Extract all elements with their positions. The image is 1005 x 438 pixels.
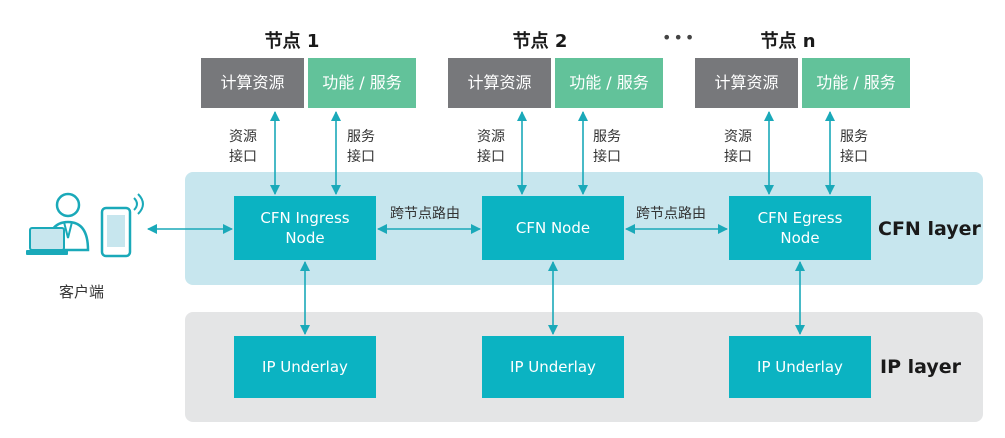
cross-node-route-label-2: 跨节点路由: [636, 206, 706, 222]
cfn-node: CFN Node: [482, 196, 624, 260]
client-label: 客户端: [59, 283, 105, 301]
node-1-title: 节点 1: [264, 31, 320, 52]
node-1-compute-resource: 计算资源: [201, 58, 304, 108]
cfn-egress-node: CFN Egress Node: [729, 196, 871, 260]
node-n-resource-interface-label: 资源 接口: [724, 129, 752, 165]
node-n-compute-resource: 计算资源: [695, 58, 798, 108]
node-n-title: 节点 n: [760, 31, 816, 52]
ellipsis: •••: [662, 28, 697, 47]
node-2-title: 节点 2: [512, 31, 568, 52]
ip-underlay-n: IP Underlay: [729, 336, 871, 398]
cfn-layer-label: CFN layer: [878, 218, 981, 240]
cross-node-route-label-1: 跨节点路由: [390, 206, 460, 222]
ip-underlay-1: IP Underlay: [234, 336, 376, 398]
node-2-resource-interface-label: 资源 接口: [477, 129, 505, 165]
node-2-compute-resource: 计算资源: [448, 58, 551, 108]
client-icon: [26, 192, 144, 258]
ip-layer-label: IP layer: [880, 356, 962, 378]
node-2-service-interface-label: 服务 接口: [593, 129, 621, 165]
node-1-service-interface-label: 服务 接口: [347, 129, 375, 165]
node-2-service: 功能 / 服务: [555, 58, 663, 108]
node-n-service-interface-label: 服务 接口: [840, 129, 868, 165]
node-n-service: 功能 / 服务: [802, 58, 910, 108]
cfn-ingress-node: CFN Ingress Node: [234, 196, 376, 260]
node-1-service: 功能 / 服务: [308, 58, 416, 108]
node-1-resource-interface-label: 资源 接口: [229, 129, 257, 165]
ip-underlay-2: IP Underlay: [482, 336, 624, 398]
